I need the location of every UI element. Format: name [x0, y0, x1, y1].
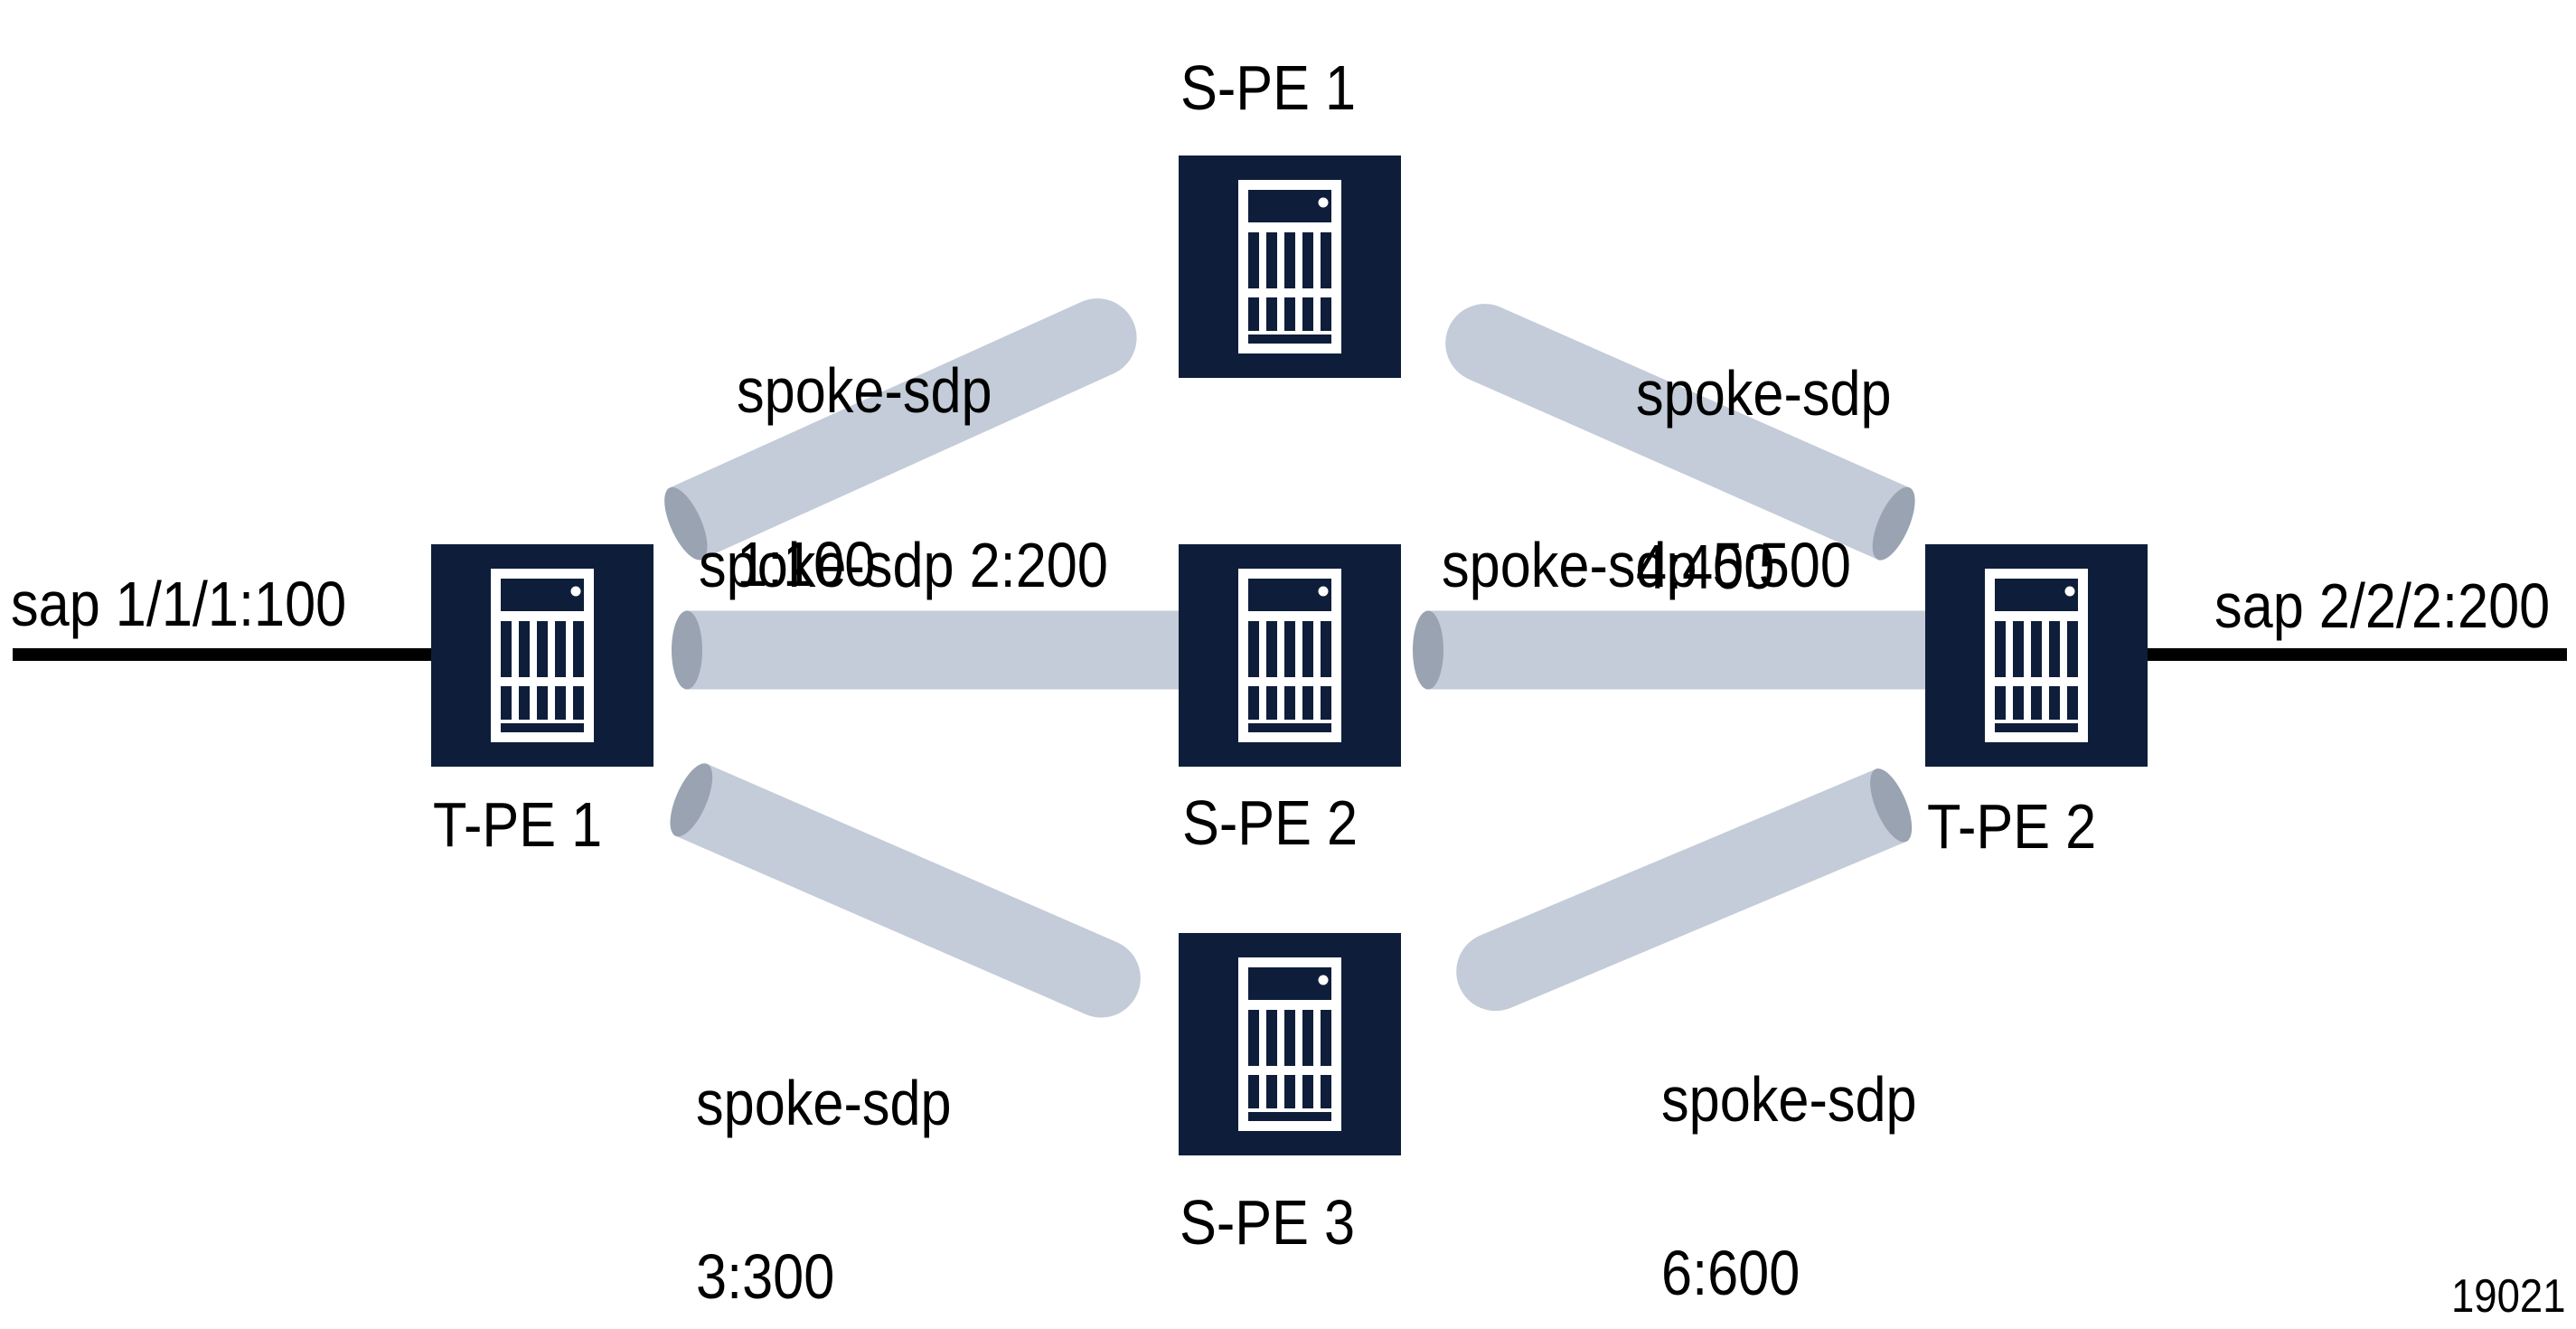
node-t-pe-2: [1925, 544, 2148, 767]
label-spoke-sdp-2-200: spoke-sdp 2:200: [699, 530, 1108, 600]
pipe-spoke-sdp-3-300: [670, 763, 1141, 1018]
label-sap-left: sap 1/1/1:100: [11, 569, 347, 639]
label-spoke-sdp-4-400: spoke-sdp 4:400: [1636, 358, 1892, 602]
label-node-t-pe-1: T-PE 1: [433, 789, 603, 860]
pipe-spoke-sdp-4-400: [1445, 304, 1915, 561]
label-node-s-pe-2: S-PE 2: [1182, 787, 1359, 858]
label-spoke-sdp-1-100: spoke-sdp 1:100: [737, 355, 992, 599]
label-spoke-sdp-6-600: spoke-sdp 6:600: [1661, 1064, 1917, 1308]
label-node-s-pe-3: S-PE 3: [1180, 1187, 1356, 1258]
pipe-spoke-sdp-5-500: [1413, 610, 1964, 690]
pipe-spoke-sdp-2-200: [672, 610, 1220, 690]
label-node-t-pe-2: T-PE 2: [1927, 791, 2097, 862]
figure-number: 19021: [2451, 1270, 2566, 1323]
sap-line-left: [13, 648, 431, 661]
label-spoke-sdp-3-300: spoke-sdp 3:300: [696, 1068, 952, 1312]
router-icon: [491, 569, 594, 742]
router-icon: [1238, 957, 1341, 1131]
router-icon: [1238, 569, 1341, 742]
pipe-spoke-sdp-6-600: [1456, 768, 1913, 1012]
node-s-pe-2: [1179, 544, 1401, 767]
node-s-pe-3: [1179, 933, 1401, 1155]
label-node-s-pe-1: S-PE 1: [1180, 52, 1357, 123]
pipe-spoke-sdp-1-100: [664, 298, 1137, 561]
sap-line-right: [2147, 648, 2567, 661]
router-icon: [1985, 569, 2088, 742]
node-t-pe-1: [431, 544, 653, 767]
node-s-pe-1: [1179, 156, 1401, 378]
label-sap-right: sap 2/2/2:200: [2214, 570, 2551, 641]
label-spoke-sdp-5-500: spoke-sdp 5:500: [1442, 530, 1851, 600]
router-icon: [1238, 180, 1341, 353]
